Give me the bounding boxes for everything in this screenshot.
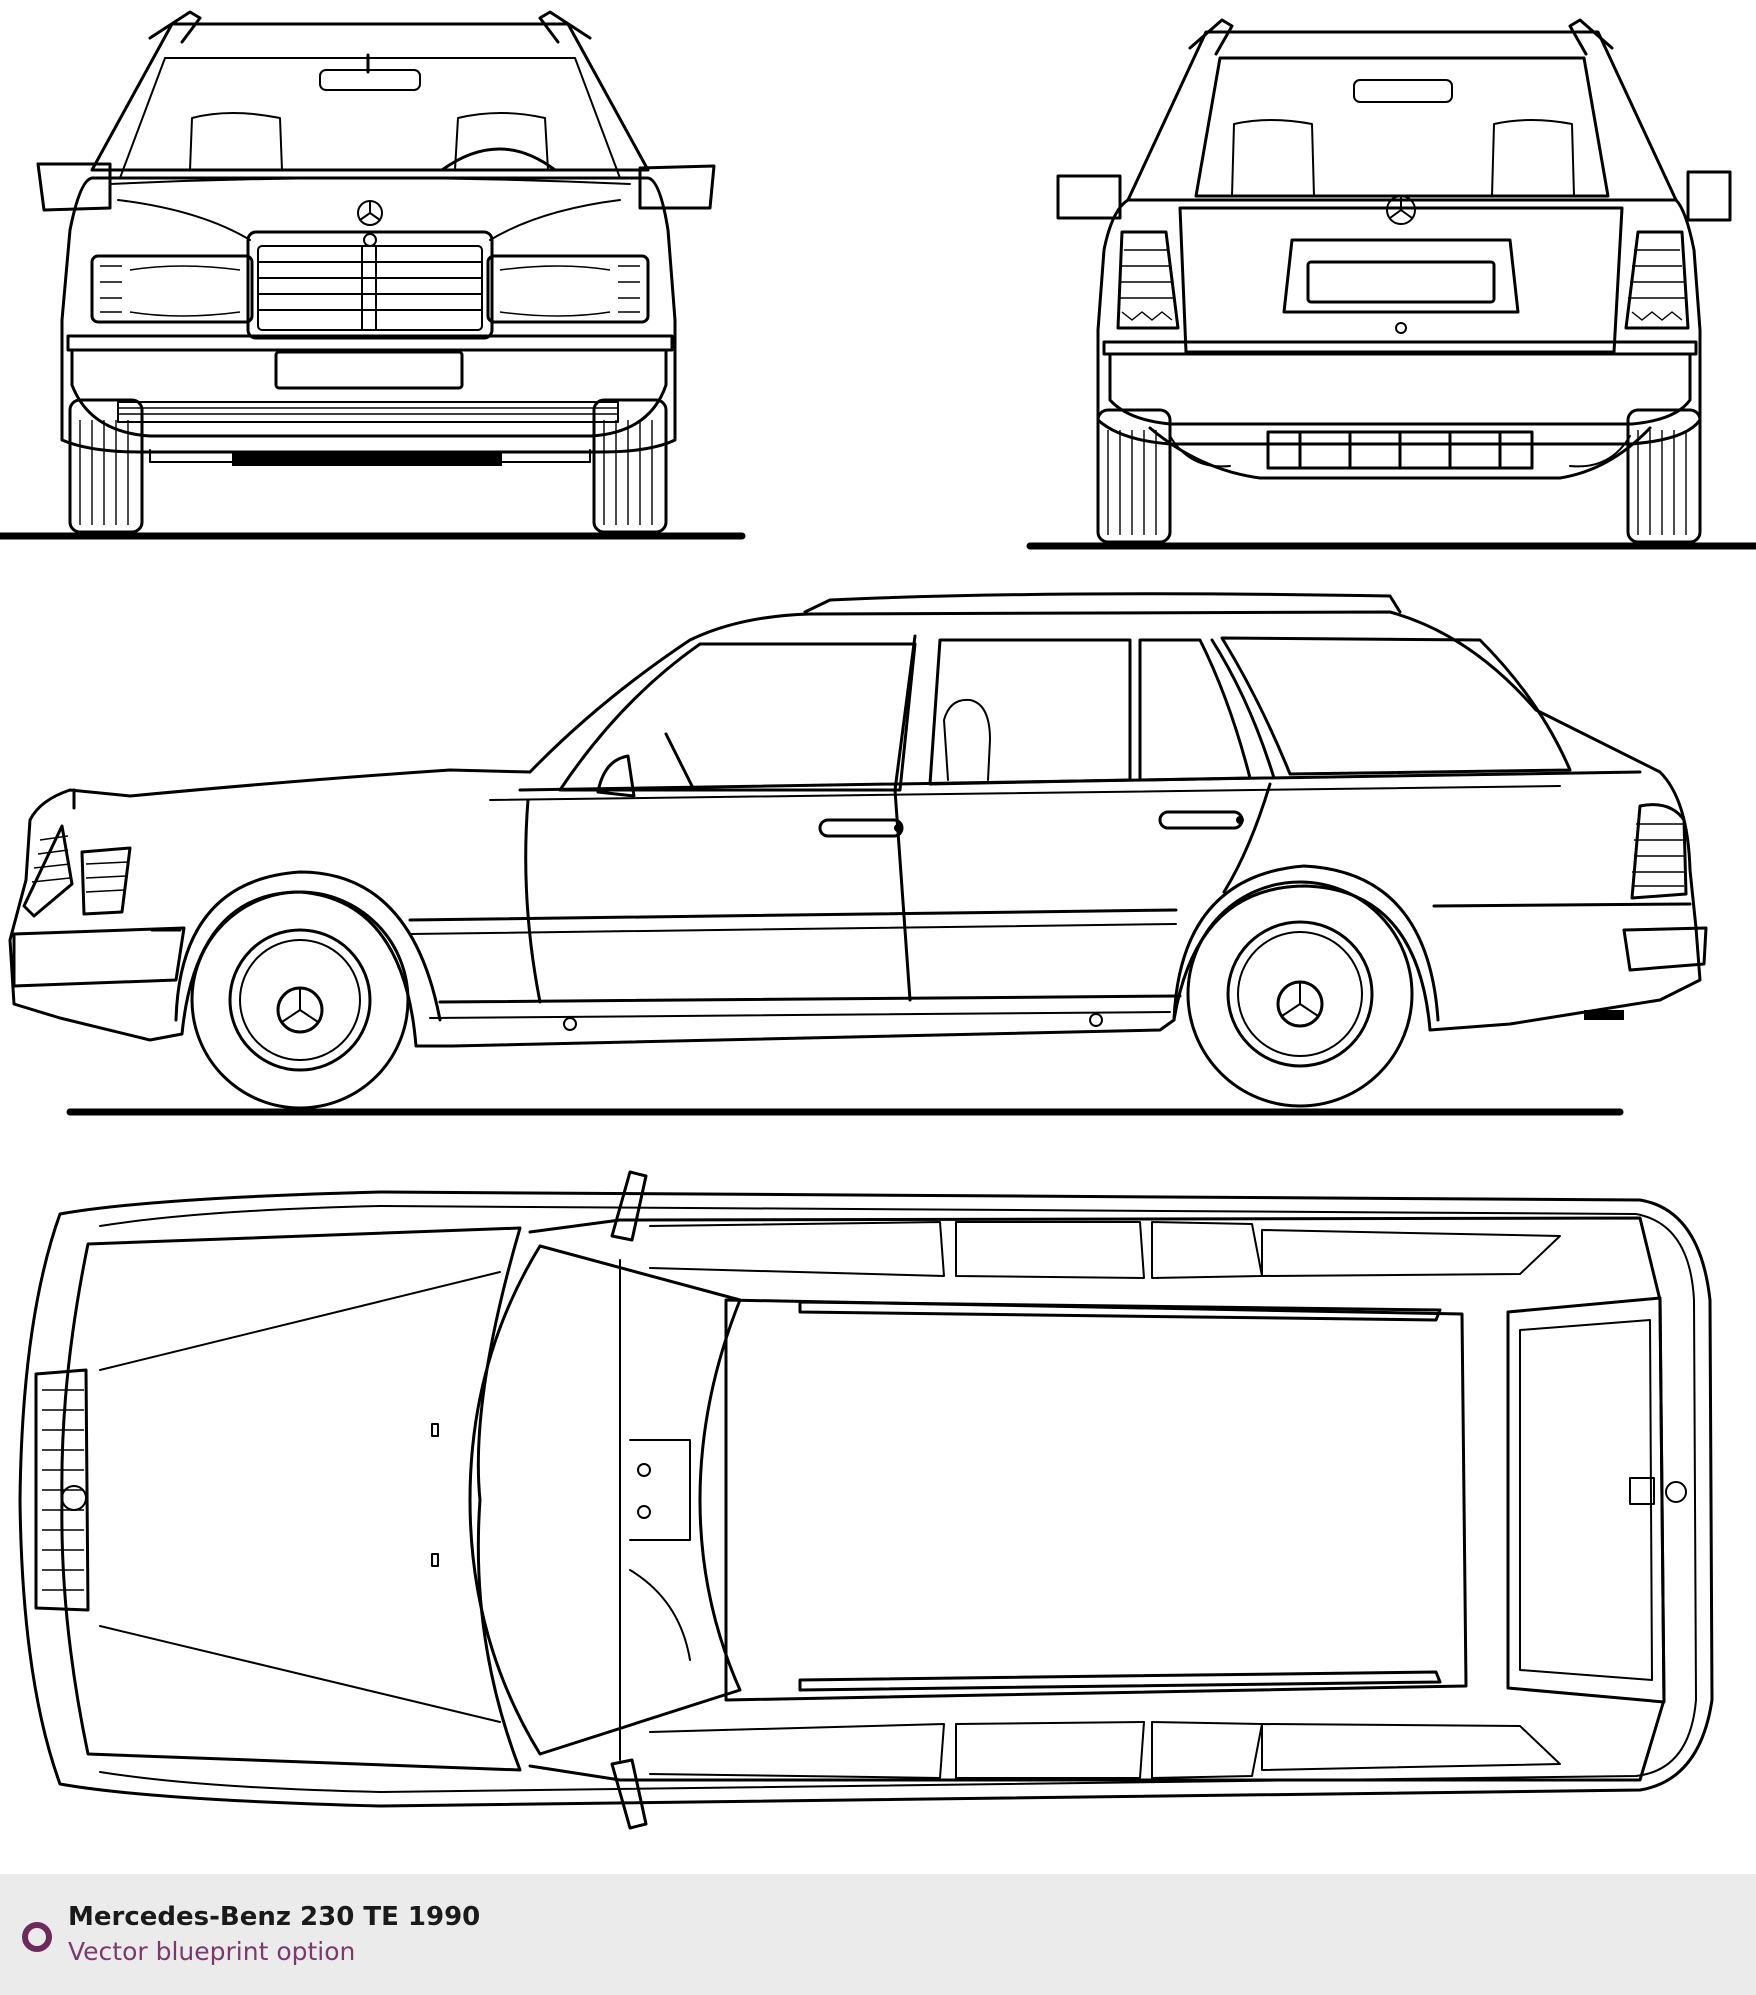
caption-bar	[0, 1874, 1756, 1995]
side-view	[8, 592, 1708, 1116]
blueprint-canvas	[0, 10, 1756, 1830]
vector-option-subtitle[interactable]: Vector blueprint option	[68, 1937, 356, 1966]
circle-bullet-icon	[22, 1922, 52, 1952]
front-view	[0, 10, 746, 540]
rear-view	[1026, 18, 1756, 550]
top-view	[18, 1170, 1714, 1830]
vehicle-title: Mercedes-Benz 230 TE 1990	[68, 1902, 481, 1932]
